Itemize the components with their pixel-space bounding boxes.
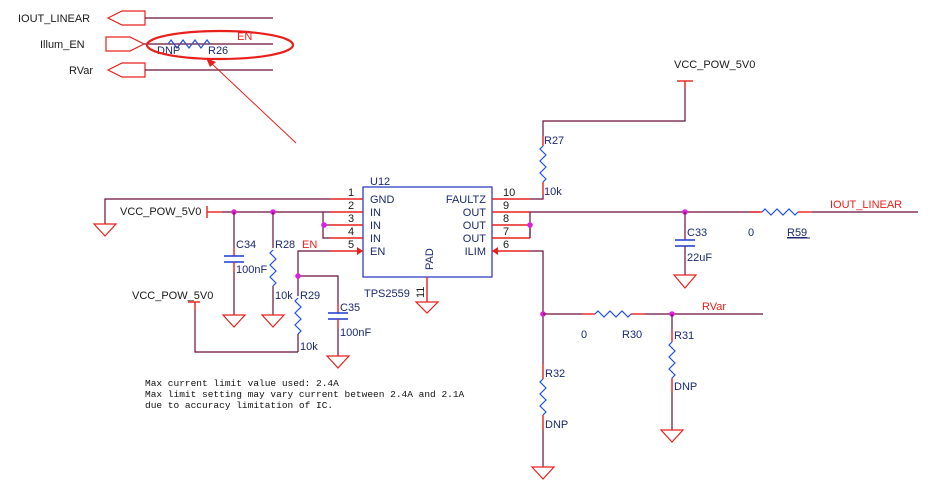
r30-value: 0 [581, 329, 587, 341]
c35-value: 100nF [340, 327, 371, 339]
capacitor-c35[interactable]: C35 100nF [328, 302, 371, 356]
pin-number: 6 [503, 239, 509, 251]
junction-dot [321, 222, 327, 228]
pin-name: OUT [463, 233, 487, 245]
port-label: IOUT_LINEAR [18, 13, 90, 25]
port-rvar[interactable]: RVar [69, 62, 273, 78]
ground-icon [221, 314, 247, 328]
capacitor-c33[interactable]: C33 22uF [675, 212, 712, 275]
net-label-iout-linear: IOUT_LINEAR [830, 199, 902, 211]
pin-number: 2 [348, 200, 354, 212]
junction-dot [295, 273, 301, 279]
ic-u12[interactable]: U12 TPS2559 1 2 3 4 5 GND IN IN IN EN 10… [330, 176, 530, 302]
pin-number: 8 [503, 213, 509, 225]
r59-ref: R59 [787, 227, 807, 239]
note-line: due to accuracy limitation of IC. [145, 400, 333, 411]
r27-value: 10k [544, 186, 562, 198]
pin-name: IN [370, 220, 381, 232]
power-label-vcc-top: VCC_POW_5V0 [674, 59, 755, 71]
port-label: RVar [69, 65, 93, 77]
resistor-r27[interactable]: R27 10k [539, 135, 564, 198]
r59-value: 0 [748, 227, 754, 239]
c34-value: 100nF [236, 264, 267, 276]
net-label-en: EN [302, 239, 317, 251]
pin-name: PAD [424, 248, 436, 270]
r26-ref: R26 [208, 45, 228, 57]
pin-number: 10 [503, 187, 515, 199]
pin-name: ILIM [465, 246, 486, 258]
port-illum-en[interactable]: Illum_EN [40, 36, 273, 52]
r29-value: 10k [300, 341, 318, 353]
ground-icon [260, 314, 286, 328]
pin-number: 3 [348, 213, 354, 225]
ground-icon [659, 429, 685, 443]
resistor-r29[interactable]: R29 10k [294, 290, 320, 353]
highlight-ellipse [145, 29, 295, 61]
net-label-en-top: EN [237, 31, 252, 43]
r27-ref: R27 [544, 135, 564, 147]
ic-ref: U12 [370, 176, 390, 188]
net-label-rvar: RVar [702, 301, 726, 313]
ground-icon [672, 274, 698, 289]
pin-name: IN [370, 233, 381, 245]
pin-name: IN [370, 207, 381, 219]
note-line: Max limit setting may vary current betwe… [145, 389, 465, 400]
port-iout-linear[interactable]: IOUT_LINEAR [18, 10, 273, 26]
ground-icon [414, 301, 440, 314]
r28-ref: R28 [275, 239, 295, 251]
ground-icon [325, 355, 351, 369]
resistor-r59[interactable]: 0 R59 [748, 208, 812, 239]
junction-dot [527, 222, 533, 228]
annotation-arrow [206, 58, 297, 144]
pin-number: 7 [503, 226, 509, 238]
pin-number: 5 [348, 239, 354, 251]
pin-number: 11 [415, 287, 427, 298]
power-label-vcc-left: VCC_POW_5V0 [120, 206, 201, 218]
pin-name: FAULTZ [446, 194, 486, 206]
note-line: Max current limit value used: 2.4A [145, 378, 339, 389]
r28-value: 10k [275, 290, 293, 302]
pin-name: EN [370, 246, 385, 258]
r31-value: DNP [674, 381, 697, 393]
r29-ref: R29 [300, 290, 320, 302]
r32-value: DNP [545, 419, 568, 431]
design-notes: Max current limit value used: 2.4A Max l… [145, 378, 465, 411]
capacitor-c34[interactable]: C34 100nF [224, 212, 267, 315]
pin-number: 9 [503, 200, 509, 212]
ground-icon [530, 466, 556, 480]
resistor-r28[interactable]: R28 10k [269, 212, 295, 315]
pin-number: 4 [348, 226, 354, 238]
c35-ref: C35 [340, 302, 360, 314]
pin-number: 1 [348, 187, 354, 199]
r30-ref: R30 [622, 329, 642, 341]
port-label: Illum_EN [40, 39, 85, 51]
ic-part-number: TPS2559 [364, 288, 410, 300]
resistor-r31[interactable]: R31 DNP [668, 314, 697, 430]
power-label-vcc-bottom-left: VCC_POW_5V0 [132, 290, 213, 302]
c33-ref: C33 [687, 227, 707, 239]
resistor-r30[interactable]: 0 R30 [581, 310, 645, 341]
c33-value: 22uF [687, 252, 712, 264]
ground-icon [92, 223, 118, 237]
pin-name: GND [370, 194, 395, 206]
r32-ref: R32 [545, 368, 565, 380]
pin-name: OUT [463, 220, 487, 232]
resistor-r32[interactable]: R32 DNP [539, 364, 568, 467]
c34-ref: C34 [236, 239, 256, 251]
r31-ref: R31 [674, 330, 694, 342]
pin-name: OUT [463, 207, 487, 219]
